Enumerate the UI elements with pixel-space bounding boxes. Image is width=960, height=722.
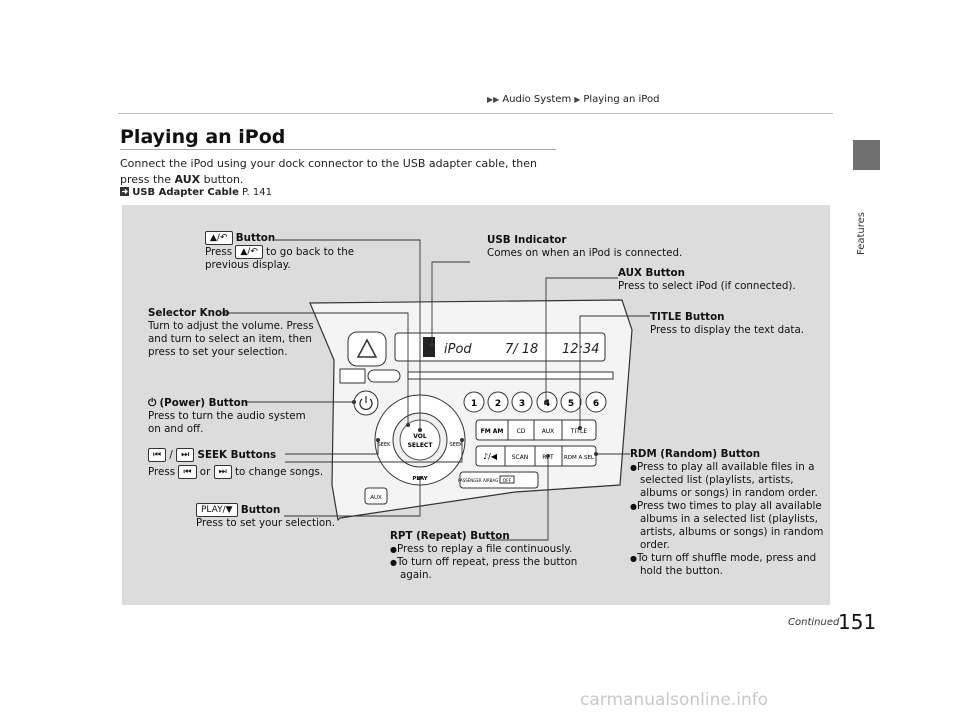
svg-text:TITLE: TITLE [570,428,587,435]
back-button-icon: ▲/↶ [205,231,233,245]
callout-aux-button: AUX Button Press to select iPod (if conn… [618,267,796,292]
power-icon [359,396,373,411]
hazard-icon [356,338,378,358]
svg-text:CD: CD [517,428,526,435]
seek-back-icon: ⏮ [178,465,197,479]
continued-label: Continued [788,617,840,628]
rdm-bullet: Press to play all available files in a s… [630,461,825,500]
seek-left-label: SEEK [378,442,391,448]
rpt-bullet: To turn off repeat, press the button aga… [390,556,590,582]
svg-text:SELECT: SELECT [408,442,434,449]
svg-text:6: 6 [593,399,599,409]
display-text: iPod [444,342,472,357]
svg-text:4: 4 [544,399,550,409]
preset-buttons[interactable]: 1 2 3 4 5 6 [463,391,607,413]
callout-seek-buttons: ⏮ / ⏭ SEEK Buttons Press ⏮ or ⏭ to chang… [148,448,324,479]
watermark: carmanualsonline.info [580,690,769,710]
svg-text:3: 3 [519,399,525,409]
callout-back-button: ▲/↶ Button Press ▲/↶ to go back to the p… [205,231,355,271]
cd-slot [407,371,614,380]
svg-text:RDM A.SEL: RDM A.SEL [564,455,595,461]
airbag-indicator [459,471,539,489]
seek-forward-icon: ⏭ [176,448,195,462]
cross-reference[interactable]: USB Adapter Cable P. 141 [120,187,272,198]
seek-forward-icon: ⏭ [213,465,232,479]
power-icon: ⏻ [148,397,157,409]
triangle-icon: ▶ [574,95,581,104]
svg-text:SCAN: SCAN [512,454,529,461]
triangle-icon: ▶▶ [487,95,500,104]
aux-port[interactable] [364,487,388,505]
callout-title-button: TITLE Button Press to display the text d… [650,311,805,336]
seek-right-label: SEEK [450,442,463,448]
breadcrumb: ▶▶ Audio System ▶ Playing an iPod [487,94,659,105]
breadcrumb-page[interactable]: Playing an iPod [583,94,660,105]
svg-text:FM AM: FM AM [481,428,504,435]
page-title: Playing an iPod [120,126,286,148]
svg-text:1: 1 [471,399,477,409]
svg-text:PASSENGER AIRBAG: PASSENGER AIRBAG [458,478,498,483]
callout-power-button: ⏻ (Power) Button Press to turn the audio… [148,397,306,435]
hazard-button[interactable] [347,331,387,367]
play-down-icon: PLAY/▼ [196,503,238,517]
display-track: 7/ 18 [505,342,538,357]
page-number: 151 [838,610,877,634]
rpt-bullet: Press to replay a file continuously. [390,543,590,556]
disc-icon [339,368,366,384]
svg-text:OFF: OFF [503,478,512,484]
side-tab-marker [853,140,880,170]
title-rule [120,149,556,150]
svg-text:AUX: AUX [370,495,382,501]
callout-usb-indicator: USB Indicator Comes on when an iPod is c… [487,234,683,259]
breadcrumb-section[interactable]: Audio System [502,94,572,105]
svg-text:2: 2 [495,399,501,409]
rdm-bullet: Press two times to play all available al… [630,500,825,552]
usb-indicator-icon [423,337,435,357]
intro-paragraph: Connect the iPod using your dock connect… [120,157,538,186]
back-button-icon: ▲/↶ [235,245,263,259]
seek-back-icon: ⏮ [148,448,167,462]
rdm-bullet: To turn off shuffle mode, press and hold… [630,552,825,578]
display-screen [394,332,606,362]
svg-text:5: 5 [568,399,574,409]
aux-keyword: AUX [174,173,201,186]
svg-text:VOL: VOL [413,433,427,440]
callout-selector-knob: Selector Knob Turn to adjust the volume.… [148,307,314,358]
display-clock: 12:34 [562,342,599,357]
svg-text:AUX: AUX [542,428,555,435]
eject-button[interactable] [367,369,401,383]
callout-play-button: PLAY/▼ Button Press to set your selectio… [196,503,335,529]
source-button-row[interactable] [475,419,597,441]
leader-lines [222,239,650,541]
reference-arrow-icon [120,187,129,196]
mic-icon: ♪/◀ [483,452,498,461]
header-rule [118,113,833,114]
callout-rpt-button: RPT (Repeat) Button Press to replay a fi… [390,530,590,582]
callout-rdm-button: RDM (Random) Button Press to play all av… [630,448,825,578]
